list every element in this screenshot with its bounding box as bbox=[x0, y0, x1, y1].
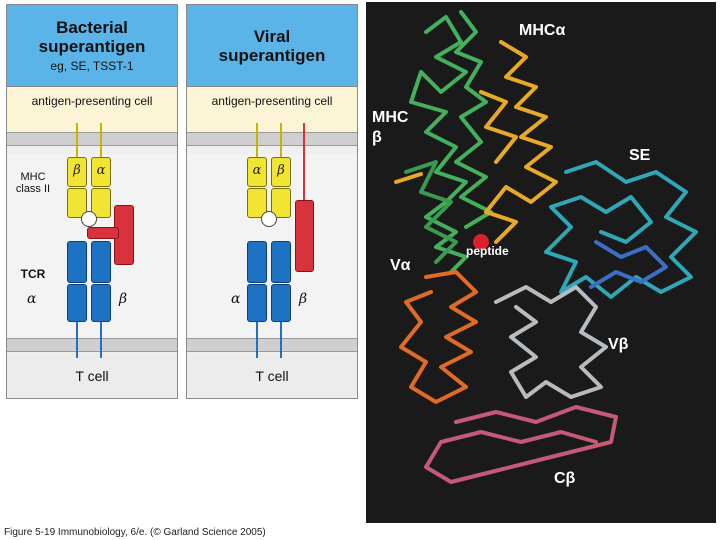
tcr-alpha-label: α bbox=[27, 291, 37, 307]
apc-label: antigen-presenting cell bbox=[211, 94, 333, 108]
panel-title: Viral superantigen bbox=[218, 26, 326, 65]
mhc-stalk bbox=[280, 123, 282, 157]
tcell-label: T cell bbox=[255, 368, 289, 384]
tcell-label: T cell bbox=[75, 368, 109, 384]
mhc-alpha-ribbon bbox=[394, 40, 558, 244]
tcr-alpha-v-domain bbox=[247, 241, 267, 283]
mhc-beta1-domain: β bbox=[271, 157, 291, 187]
mhc-alpha1-domain: α bbox=[91, 157, 111, 187]
tcr-alpha-c-domain bbox=[247, 284, 267, 322]
mhc-beta2-domain bbox=[67, 188, 87, 218]
figure-caption: Figure 5-19 Immunobiology, 6/e. (© Garla… bbox=[4, 527, 266, 538]
panel-header: Bacterial superantigen eg, SE, TSST-1 bbox=[7, 5, 177, 87]
tcr-alpha-label: α bbox=[231, 291, 241, 307]
mhc-beta1-domain: β bbox=[67, 157, 87, 187]
apc-region: antigen-presenting cell bbox=[7, 87, 177, 132]
tcr-stalk bbox=[76, 322, 78, 358]
tcr-beta-v-domain bbox=[271, 241, 291, 283]
mhc-stalk bbox=[256, 123, 258, 157]
mhc-alpha1-domain: α bbox=[247, 157, 267, 187]
label-se: SE bbox=[629, 147, 651, 164]
label-peptide: peptide bbox=[466, 244, 509, 258]
v-beta-ribbon bbox=[494, 285, 608, 399]
v-alpha-ribbon bbox=[399, 270, 478, 404]
tcr-stalk bbox=[256, 322, 258, 358]
mhc-beta2-domain bbox=[271, 188, 291, 218]
panel-title: Bacterial superantigen bbox=[38, 18, 146, 56]
peptide-circle bbox=[261, 211, 277, 227]
tcell-membrane bbox=[187, 338, 357, 352]
panel-subtitle: eg, SE, TSST-1 bbox=[50, 59, 134, 73]
label-v-beta: Vβ bbox=[608, 336, 629, 353]
tcr-stalk bbox=[100, 322, 102, 358]
superantigen-stalk bbox=[303, 123, 305, 203]
mhc-class-ii-label: MHC class II bbox=[15, 171, 51, 195]
tcr-alpha-c-domain bbox=[67, 284, 87, 322]
superantigen-shape bbox=[295, 200, 314, 272]
peptide-blob bbox=[473, 234, 489, 250]
label-c-beta: Cβ bbox=[554, 470, 576, 487]
apc-membrane bbox=[187, 132, 357, 146]
tcell-membrane bbox=[7, 338, 177, 352]
label-v-alpha: Vα bbox=[390, 257, 411, 274]
panel-header: Viral superantigen bbox=[187, 5, 357, 87]
tcr-beta-v-domain bbox=[91, 241, 111, 283]
apc-region: antigen-presenting cell bbox=[187, 87, 357, 132]
se-ribbon bbox=[544, 160, 698, 299]
apc-membrane bbox=[7, 132, 177, 146]
tcell-region: T cell bbox=[187, 354, 357, 398]
mhc-stalk bbox=[100, 123, 102, 157]
label-mhc-alpha: MHCα bbox=[519, 22, 566, 39]
mhc-beta-ribbon bbox=[409, 10, 493, 274]
c-beta-ribbon bbox=[424, 405, 618, 484]
mhc-stalk bbox=[76, 123, 78, 157]
tcr-label: TCR bbox=[20, 267, 46, 281]
peptide-circle bbox=[81, 211, 97, 227]
crystal-structure-image: MHCα MHC β SE peptide Vα Vβ Cβ bbox=[366, 2, 716, 523]
label-mhc-beta: MHC β bbox=[372, 109, 409, 146]
tcr-beta-c-domain bbox=[271, 284, 291, 322]
tcell-region: T cell bbox=[7, 354, 177, 398]
superantigen-arm bbox=[87, 227, 119, 239]
mhc-alpha2-domain bbox=[247, 188, 267, 218]
bacterial-superantigen-panel: Bacterial superantigen eg, SE, TSST-1 an… bbox=[6, 4, 178, 399]
tcr-beta-label: β bbox=[119, 291, 128, 307]
apc-label: antigen-presenting cell bbox=[31, 94, 153, 108]
tcr-beta-c-domain bbox=[91, 284, 111, 322]
tcr-alpha-v-domain bbox=[67, 241, 87, 283]
ribbon-structure bbox=[394, 10, 698, 484]
mhc-alpha2-domain bbox=[91, 188, 111, 218]
tcr-stalk bbox=[280, 322, 282, 358]
viral-superantigen-panel: Viral superantigen antigen-presenting ce… bbox=[186, 4, 358, 399]
tcr-beta-label: β bbox=[299, 291, 308, 307]
